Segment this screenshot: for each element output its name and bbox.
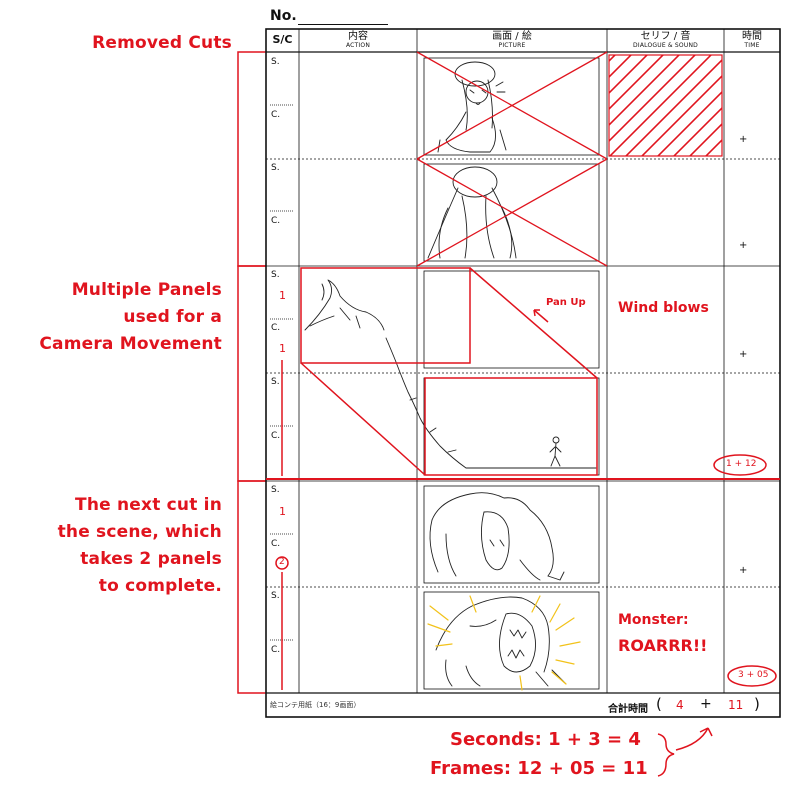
annotation-scene-2: 1	[279, 505, 286, 518]
annotation-wind: Wind blows	[618, 300, 709, 316]
total-seconds: 4	[676, 698, 684, 712]
sheet-footer-label: 絵コンテ用紙（16：9画面）	[270, 700, 360, 710]
seconds-equation: Seconds: 1 + 3 = 4	[450, 729, 641, 750]
total-time-label: 合計時間	[608, 700, 648, 715]
annotation-time-1: 1 + 12	[726, 459, 756, 469]
annotation-scene-1: 1	[279, 289, 286, 302]
annotation-cut-1: 1	[279, 342, 286, 355]
total-open-paren: (	[656, 695, 662, 713]
annotation-monster-line1: Monster:	[618, 612, 689, 628]
annotation-monster-line2: ROARRR!!	[618, 636, 707, 655]
total-frames: 11	[728, 698, 743, 712]
total-plus: +	[700, 696, 712, 712]
annotation-time-2: 3 + 05	[738, 670, 768, 680]
annotation-pan-up: Pan Up	[546, 297, 586, 308]
total-close-paren: )	[754, 695, 760, 713]
frames-equation: Frames: 12 + 05 = 11	[430, 758, 648, 779]
annotation-cut-2: 2	[279, 557, 285, 567]
